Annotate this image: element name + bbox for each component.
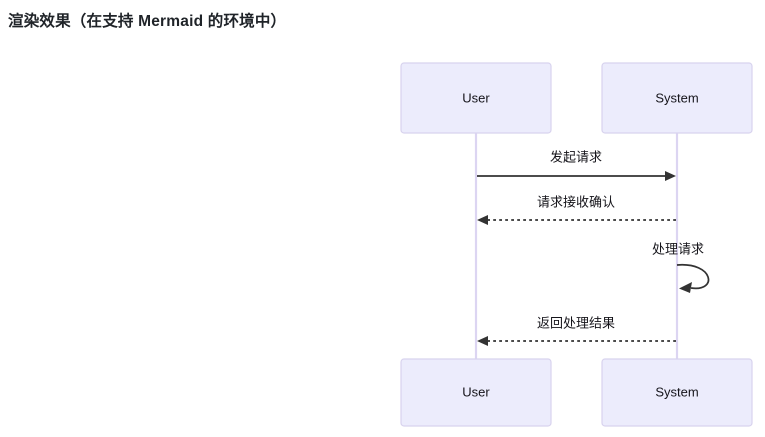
message-3: 处理请求 xyxy=(652,241,710,293)
message-2-arrowhead xyxy=(477,215,488,225)
actor-box-system-bottom[interactable]: System xyxy=(601,358,753,427)
message-1-label: 发起请求 xyxy=(550,149,602,164)
message-4-arrowhead xyxy=(477,336,488,346)
message-1-arrowhead xyxy=(665,171,676,181)
actor-label-user-bottom: User xyxy=(462,384,490,399)
actor-label-system-top: System xyxy=(655,90,698,105)
actor-box-user-top[interactable]: User xyxy=(400,62,552,134)
message-2: 请求接收确认 xyxy=(477,194,676,225)
message-4-label: 返回处理结果 xyxy=(537,315,615,330)
message-3-loop-path xyxy=(676,264,710,290)
page-title: 渲染效果（在支持 Mermaid 的环境中） xyxy=(8,13,287,30)
actor-box-system-top[interactable]: System xyxy=(601,62,753,134)
message-4: 返回处理结果 xyxy=(477,315,676,346)
message-3-label: 处理请求 xyxy=(652,241,704,256)
message-2-label: 请求接收确认 xyxy=(537,194,615,209)
message-3-arrowhead xyxy=(679,282,692,293)
actor-label-user-top: User xyxy=(462,90,490,105)
message-1: 发起请求 xyxy=(477,149,676,181)
actor-label-system-bottom: System xyxy=(655,384,698,399)
actor-box-user-bottom[interactable]: User xyxy=(400,358,552,427)
